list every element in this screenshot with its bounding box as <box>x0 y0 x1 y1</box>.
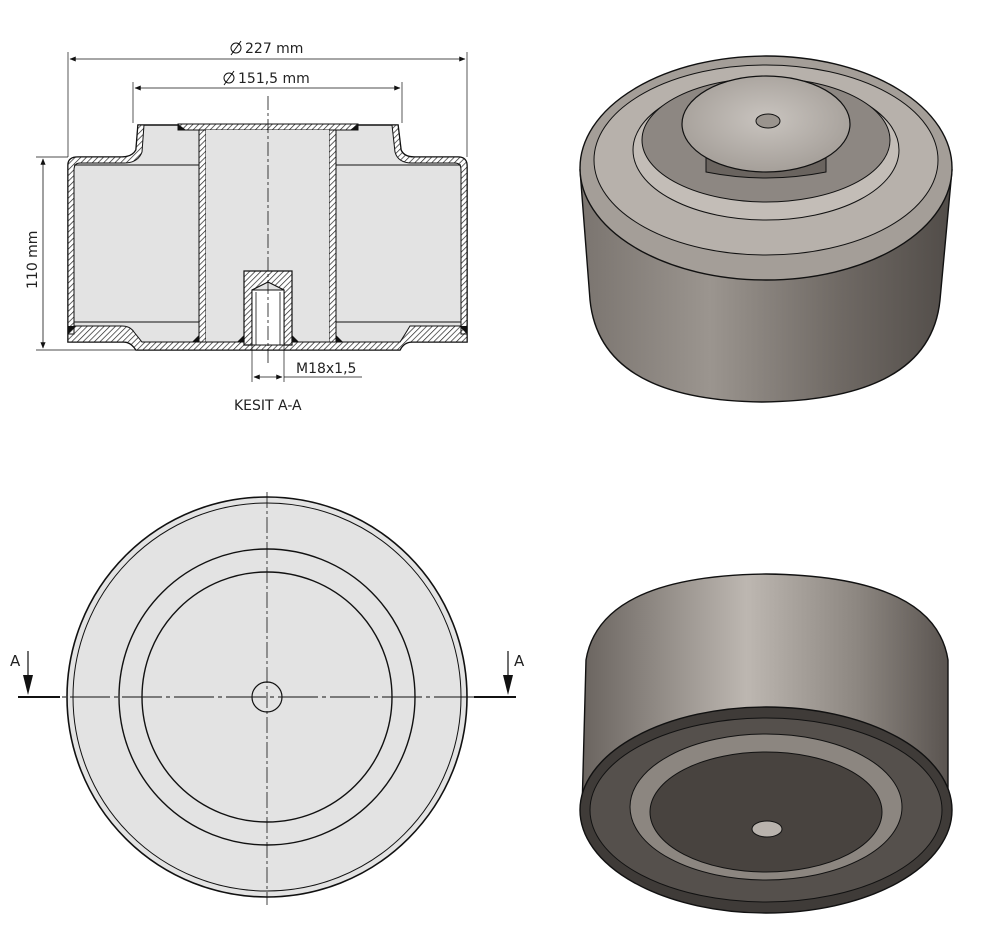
weld-mark <box>459 326 467 334</box>
dimension-inner-diameter: 151,5 mm <box>132 70 403 123</box>
iso-top-hole <box>755 113 781 129</box>
weld-mark <box>178 124 186 130</box>
weld-mark <box>237 335 244 342</box>
cut-label-left: A <box>10 652 21 670</box>
dimension-thread: M18x1,5 <box>251 345 362 382</box>
weld-mark <box>336 335 343 342</box>
section-arrow-left-icon <box>23 651 33 695</box>
section-caption: KESIT A-A <box>234 398 302 414</box>
diameter-symbol-icon <box>223 70 235 86</box>
dim-outer-diameter-text: 227 mm <box>245 41 303 57</box>
dimension-height: 110 mm <box>25 156 136 351</box>
weld-mark <box>292 335 299 342</box>
dimension-outer-diameter: 227 mm <box>67 40 468 157</box>
section-arrow-right-icon <box>503 651 513 695</box>
dim-inner-diameter-text: 151,5 mm <box>238 71 310 87</box>
diameter-symbol-icon <box>230 40 242 56</box>
cut-label-right: A <box>514 652 525 670</box>
dim-height-text: 110 mm <box>25 231 41 289</box>
iso-bottom-recess <box>649 751 883 873</box>
iso-bottom-hole <box>751 820 783 838</box>
weld-mark <box>350 124 358 130</box>
section-bottom-wall <box>67 325 468 351</box>
iso-view-top <box>579 55 953 403</box>
section-tube-left <box>198 129 207 346</box>
weld-mark <box>192 335 199 342</box>
section-boss <box>243 270 293 346</box>
weld-mark <box>68 326 76 334</box>
dim-thread-text: M18x1,5 <box>296 361 356 377</box>
section-view: 227 mm 151,5 mm 110 mm M18x1,5 <box>25 40 468 414</box>
front-view: A A <box>10 492 525 905</box>
section-tube-right <box>328 129 337 346</box>
iso-view-bottom <box>579 573 953 914</box>
